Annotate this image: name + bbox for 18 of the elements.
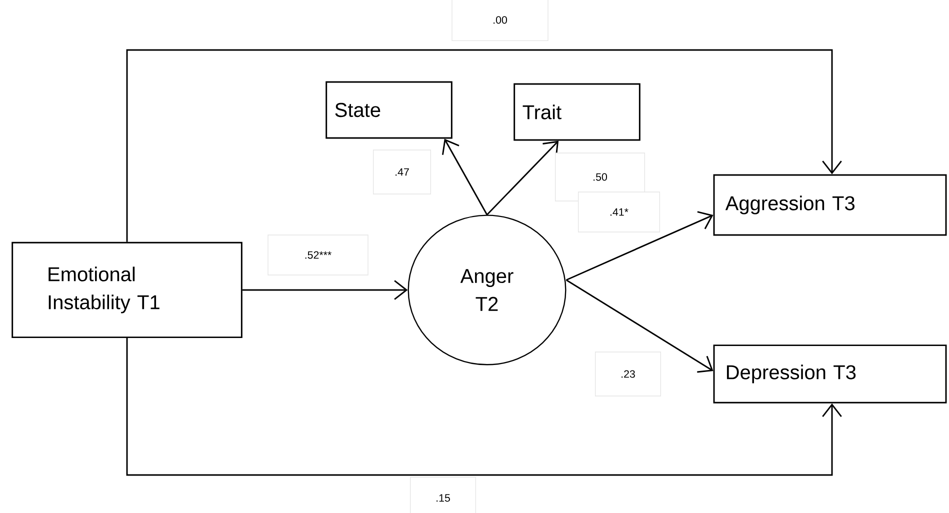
edge-label: .15 bbox=[410, 477, 476, 513]
edge-label: .41* bbox=[578, 192, 660, 232]
edge-label: .52*** bbox=[268, 234, 368, 276]
arrow bbox=[242, 280, 408, 300]
arrow bbox=[126, 338, 842, 476]
arrow bbox=[442, 138, 488, 216]
arrow bbox=[486, 140, 559, 216]
variable-box: Emotional Instability T1 bbox=[12, 242, 242, 338]
arrow bbox=[126, 49, 842, 242]
variable-box: State bbox=[326, 81, 452, 139]
edge-label: .23 bbox=[595, 352, 661, 396]
variable-box: Aggression T3 bbox=[713, 174, 947, 236]
edge-label: .00 bbox=[452, 0, 548, 41]
variable-box: Trait bbox=[514, 83, 640, 141]
arrow bbox=[566, 279, 714, 373]
variable-box: Depression T3 bbox=[713, 344, 947, 404]
arrow bbox=[566, 211, 714, 281]
edge-label: .47 bbox=[373, 150, 431, 194]
